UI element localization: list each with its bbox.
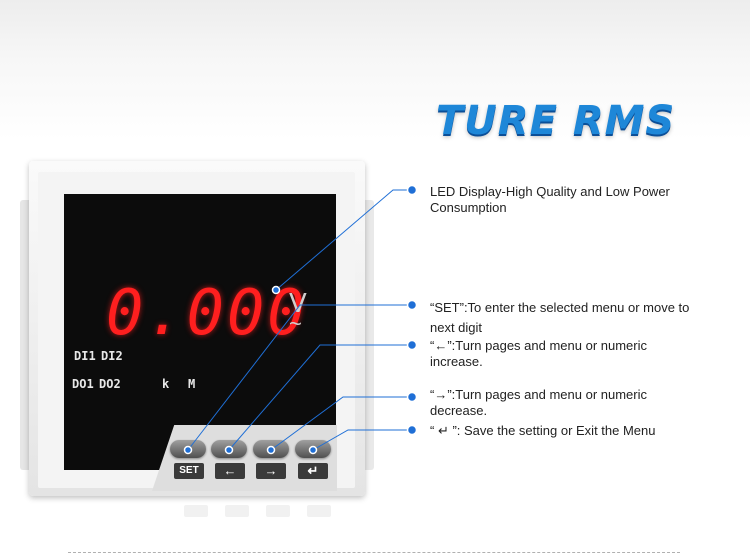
annotation-set: “SET”:To enter the selected menu or move… [430,300,690,335]
indicator-di1: DI1 [74,349,96,363]
annotation-enter: “ ↵ ”: Save the setting or Exit the Menu [430,423,656,438]
callout-dot [266,445,276,455]
set-key-label: SET [174,463,204,479]
reflection [225,505,249,517]
button-panel [152,425,337,491]
ac-symbol: ~ [289,311,302,336]
callout-dot [224,445,234,455]
callout-dot [271,285,281,295]
indicator-do2: DO2 [99,377,121,391]
callout-dot [406,299,418,311]
indicator-do1: DO1 [72,377,94,391]
indicator-k: k [162,377,170,391]
annotation-display: LED Display-High Quality and Low Power C… [430,184,670,215]
callout-dot [406,184,418,196]
callout-line-set [187,304,410,451]
callout-dot [308,445,318,455]
callout-line-left [228,344,410,451]
unit-label: V [289,289,307,319]
reflection [307,505,331,517]
annotation-right: “→”:Turn pages and menu or numeric decre… [430,387,648,418]
indicator-di2: DI2 [101,349,123,363]
page-title: TURE RMS [436,98,676,144]
led-readout: 0.000 [106,276,308,349]
reflection [184,505,208,517]
callout-dot [406,424,418,436]
right-arrow-icon: → [256,463,286,479]
meter-screen [64,194,336,470]
callout-dot [406,391,418,403]
callout-line-enter [312,429,410,451]
left-arrow-icon: ← [215,463,245,479]
callout-line-display [275,189,410,291]
divider [68,552,680,553]
indicator-m: M [188,377,196,391]
callout-dot [406,339,418,351]
reflection [266,505,290,517]
enter-icon: ↵ [298,463,328,479]
callout-line-right [270,396,410,451]
callout-dot [183,445,193,455]
annotation-left: “←”:Turn pages and menu or numeric incre… [430,338,648,369]
